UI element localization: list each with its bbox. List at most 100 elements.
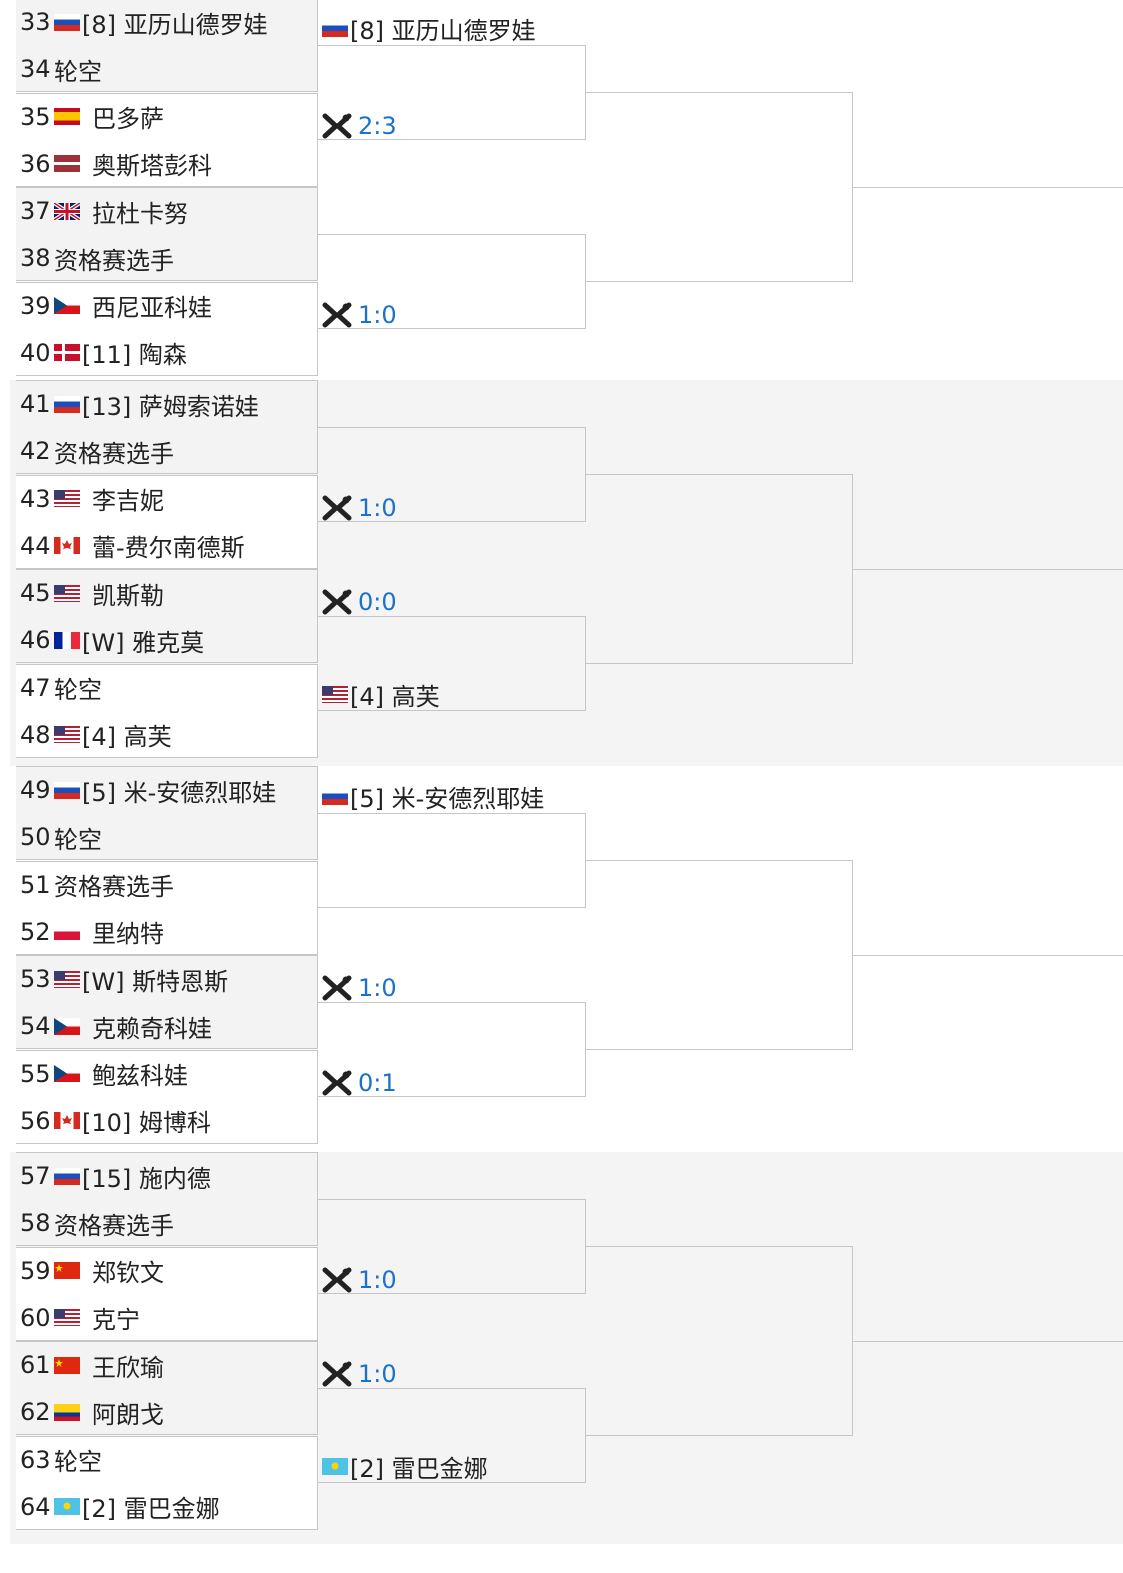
player-name: 轮空 [54, 676, 102, 704]
draw-number: 62 [20, 1398, 51, 1426]
player-name: 巴多萨 [92, 105, 164, 133]
player-entry[interactable]: 49[5] 米-安德烈耶娃 [20, 767, 276, 813]
head-to-head-link[interactable]: 1:0 [322, 493, 397, 523]
draw-number: 46 [20, 626, 51, 654]
player-name: 轮空 [54, 57, 102, 86]
player-name: 西尼亚科娃 [92, 294, 212, 322]
russia-flag-icon [322, 19, 348, 37]
player-name: [11] 陶森 [82, 341, 187, 369]
draw-number: 56 [20, 1106, 51, 1135]
spain-flag-icon [54, 108, 80, 125]
head-to-head-link[interactable]: 2:3 [322, 111, 397, 141]
russia-flag-icon [54, 1167, 80, 1185]
china-flag-icon [54, 1262, 80, 1279]
player-entry[interactable]: 64 [2] 雷巴金娜 [20, 1484, 220, 1530]
player-name: [4] 高芙 [82, 723, 172, 751]
draw-number: 64 [20, 1492, 51, 1521]
usa-flag-icon [54, 726, 80, 743]
player-name: [2] 雷巴金娜 [350, 1455, 488, 1483]
head-to-head-link[interactable]: 1:0 [322, 300, 397, 330]
player-entry[interactable]: 53[W] 斯特恩斯 [20, 956, 228, 1002]
player-name: [4] 高芙 [350, 683, 440, 711]
draw-number: 57 [20, 1162, 51, 1190]
advancing-player[interactable]: [5] 米-安德烈耶娃 [322, 781, 544, 813]
draw-number: 60 [20, 1303, 51, 1332]
player-entry[interactable]: 33 [8] 亚历山德罗娃 [20, 0, 268, 45]
advancing-player[interactable]: [2] 雷巴金娜 [322, 1452, 488, 1483]
first-round-match: 55 鲍兹科娃 56[10] 姆博科 [16, 1049, 318, 1144]
third-round-bracket [586, 92, 853, 282]
kazakhstan-flag-icon [322, 1458, 348, 1475]
draw-number: 44 [20, 531, 51, 560]
czech-flag-icon [54, 297, 80, 314]
draw-number: 49 [20, 776, 51, 804]
head-to-head-link[interactable]: 1:0 [322, 973, 397, 1003]
draw-number: 43 [20, 484, 51, 513]
fourth-round-connector [853, 1341, 1123, 1342]
fourth-round-connector [853, 955, 1123, 956]
draw-number: 45 [20, 579, 51, 607]
player-entry[interactable]: 48 [4] 高芙 [20, 712, 172, 758]
crossed-rackets-icon [322, 302, 352, 328]
second-round-bracket [318, 1002, 586, 1097]
player-entry[interactable]: 62 阿朗戈 [20, 1389, 164, 1435]
head-to-head-link[interactable]: 1:0 [322, 1265, 397, 1295]
player-entry[interactable]: 40[11] 陶森 [20, 330, 187, 376]
crossed-rackets-icon [322, 1361, 352, 1387]
player-name: 阿朗戈 [92, 1400, 164, 1429]
player-name: 鲍兹科娃 [92, 1062, 188, 1090]
player-entry[interactable]: 46[W] 雅克莫 [20, 617, 204, 663]
draw-number: 55 [20, 1059, 51, 1088]
player-name: [8] 亚历山德罗娃 [82, 10, 268, 39]
head-to-head-score: 1:0 [358, 493, 397, 522]
advancing-player[interactable]: [8] 亚历山德罗娃 [322, 13, 536, 45]
head-to-head-link[interactable]: 0:0 [322, 587, 397, 617]
head-to-head-score: 2:3 [358, 111, 397, 140]
second-round-bracket [318, 427, 586, 522]
player-name: 资格赛选手 [54, 1211, 174, 1240]
player-name: 克宁 [92, 1306, 140, 1334]
head-to-head-link[interactable]: 1:0 [322, 1359, 397, 1389]
player-entry[interactable]: 55 鲍兹科娃 [20, 1051, 188, 1097]
head-to-head-score: 1:0 [358, 974, 397, 1002]
player-entry[interactable]: 56[10] 姆博科 [20, 1098, 211, 1144]
player-name: [2] 雷巴金娜 [82, 1495, 220, 1523]
player-entry[interactable]: 41[13] 萨姆索诺娃 [20, 381, 259, 427]
player-entry[interactable]: 57[15] 施内德 [20, 1153, 211, 1199]
head-to-head-link[interactable]: 0:1 [322, 1068, 397, 1098]
player-name: 轮空 [54, 825, 102, 854]
draw-number: 48 [20, 720, 51, 749]
draw-number: 33 [20, 8, 51, 36]
russia-flag-icon [54, 13, 80, 31]
player-name: 克赖奇科娃 [92, 1014, 212, 1043]
advancing-player[interactable]: [4] 高芙 [322, 680, 440, 711]
player-name: 轮空 [54, 1448, 102, 1476]
crossed-rackets-icon [322, 1267, 352, 1293]
usa-flag-icon [54, 490, 80, 507]
player-entry[interactable]: 60 克宁 [20, 1295, 140, 1341]
